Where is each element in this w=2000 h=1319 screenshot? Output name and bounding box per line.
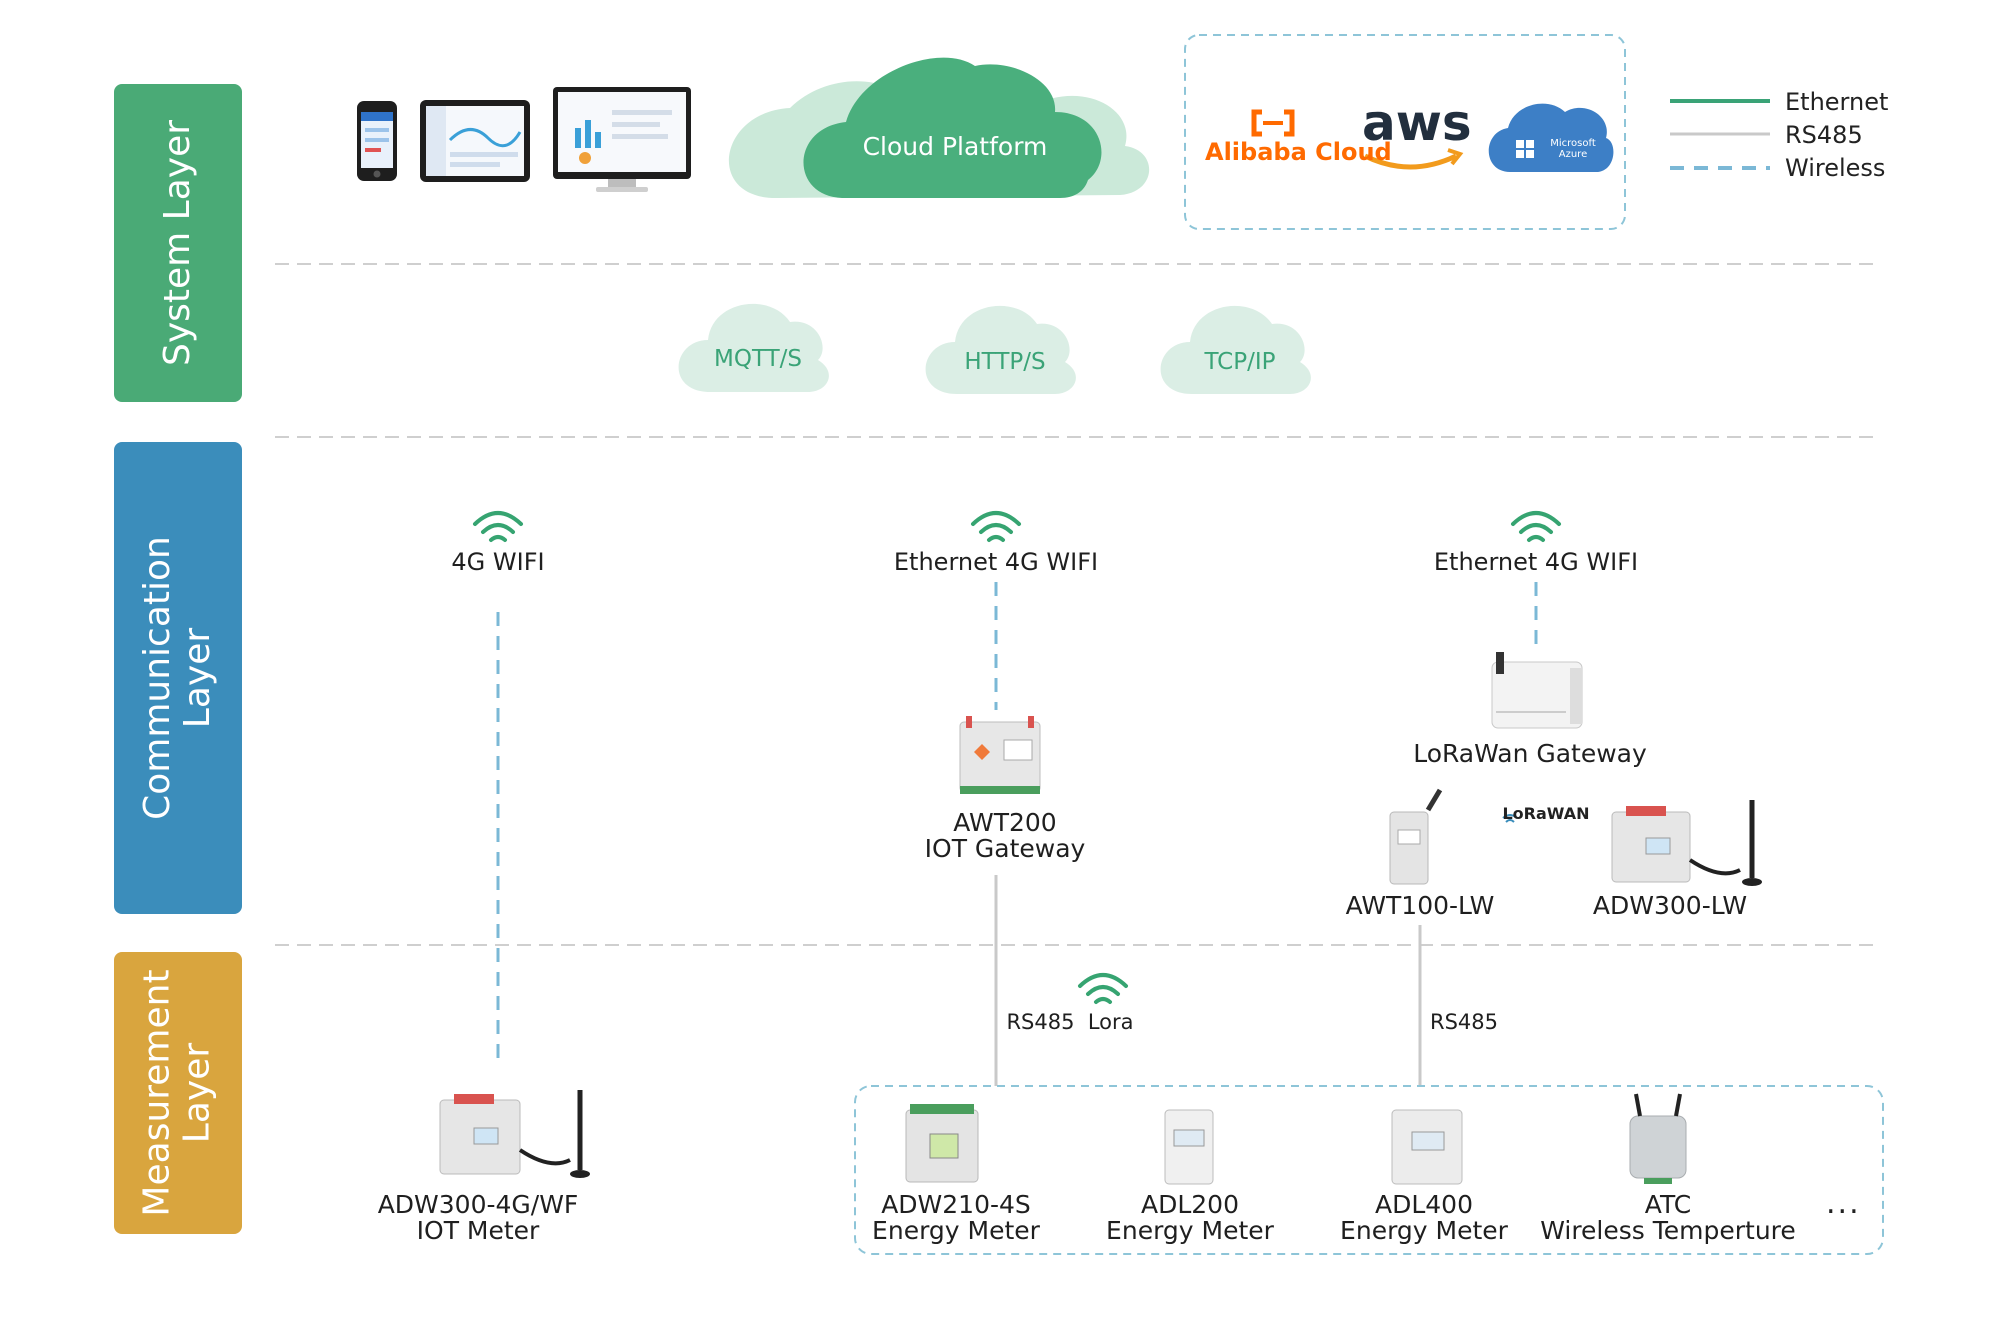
adw300lw-device <box>1611 800 1762 886</box>
mqtt-cloud <box>678 303 829 392</box>
adl200-device <box>1164 1109 1214 1185</box>
meter-group-box <box>854 1085 1884 1255</box>
adw300-4g-device <box>439 1090 590 1178</box>
lorawan-gateway-device <box>1491 652 1583 729</box>
http-cloud <box>925 305 1076 394</box>
cloud-platform-shape <box>728 57 1150 199</box>
rs485-lora-label: RS485 Lora <box>1006 1010 1134 1034</box>
wifi-icon <box>1078 973 1128 1004</box>
more-indicator: ... <box>1826 1186 1861 1221</box>
system-layer-bar: System Layer <box>114 84 242 402</box>
awt100-device <box>1389 788 1443 885</box>
wifi-icon <box>971 511 1021 542</box>
meter-adl200-label: ADL200 Energy Meter <box>1106 1190 1274 1245</box>
atc-device <box>1629 1093 1687 1184</box>
phone-device <box>357 101 397 181</box>
rs485-label: RS485 <box>1429 1010 1498 1034</box>
comm-link-label-2: Ethernet 4G WIFI <box>893 548 1099 576</box>
tcp-cloud <box>1160 305 1311 394</box>
lorawan-logo-label: LoRaWAN <box>1502 804 1590 823</box>
aws-label: aws <box>1362 94 1472 152</box>
comm-link-label-3: Ethernet 4G WIFI <box>1433 548 1639 576</box>
awt200-label: AWT200 IOT Gateway <box>924 808 1086 863</box>
meter-adw300-label: ADW300-4G/WF IOT Meter <box>377 1190 579 1245</box>
adw300lw-label: ADW300-LW <box>1592 891 1748 920</box>
alibaba-logo-icon <box>1251 109 1295 137</box>
vendor-box <box>1184 34 1626 230</box>
adl400-device <box>1391 1109 1463 1185</box>
monitor-device <box>553 87 691 192</box>
tablet-device <box>420 100 530 182</box>
meter-adw210-label: ADW210-4S Energy Meter <box>872 1190 1040 1245</box>
mqtt-label: MQTT/S <box>714 346 802 372</box>
alibaba-cloud-label: Alibaba Cloud <box>1205 138 1392 166</box>
meter-adl400-label: ADL400 Energy Meter <box>1340 1190 1508 1245</box>
lorawan-gateway-label: LoRaWan Gateway <box>1413 739 1647 768</box>
http-label: HTTP/S <box>964 349 1046 375</box>
legend-wireless-label: Wireless <box>1785 154 1886 182</box>
azure-cloud-icon <box>1488 103 1614 172</box>
cloud-platform-label: Cloud Platform <box>862 132 1048 161</box>
legend-rs485-label: RS485 <box>1785 121 1863 149</box>
tcp-label: TCP/IP <box>1204 349 1276 375</box>
communication-layer-bar: Communication Layer <box>114 442 242 914</box>
lorawan-logo-icon <box>1502 814 1518 823</box>
wifi-icon <box>473 511 523 542</box>
awt200-device <box>959 716 1041 794</box>
meter-atc-label: ATC Wireless Temperture <box>1540 1190 1796 1245</box>
awt100-label: AWT100-LW <box>1345 891 1495 920</box>
wifi-icon <box>1511 511 1561 542</box>
aws-smile-icon <box>1363 153 1458 170</box>
legend-ethernet-label: Ethernet <box>1785 88 1889 116</box>
azure-label: Microsoft Azure <box>1550 138 1596 160</box>
adw210-device <box>905 1104 979 1183</box>
measurement-layer-bar: Measurement Layer <box>114 952 242 1234</box>
comm-link-label-1: 4G WIFI <box>451 548 545 576</box>
